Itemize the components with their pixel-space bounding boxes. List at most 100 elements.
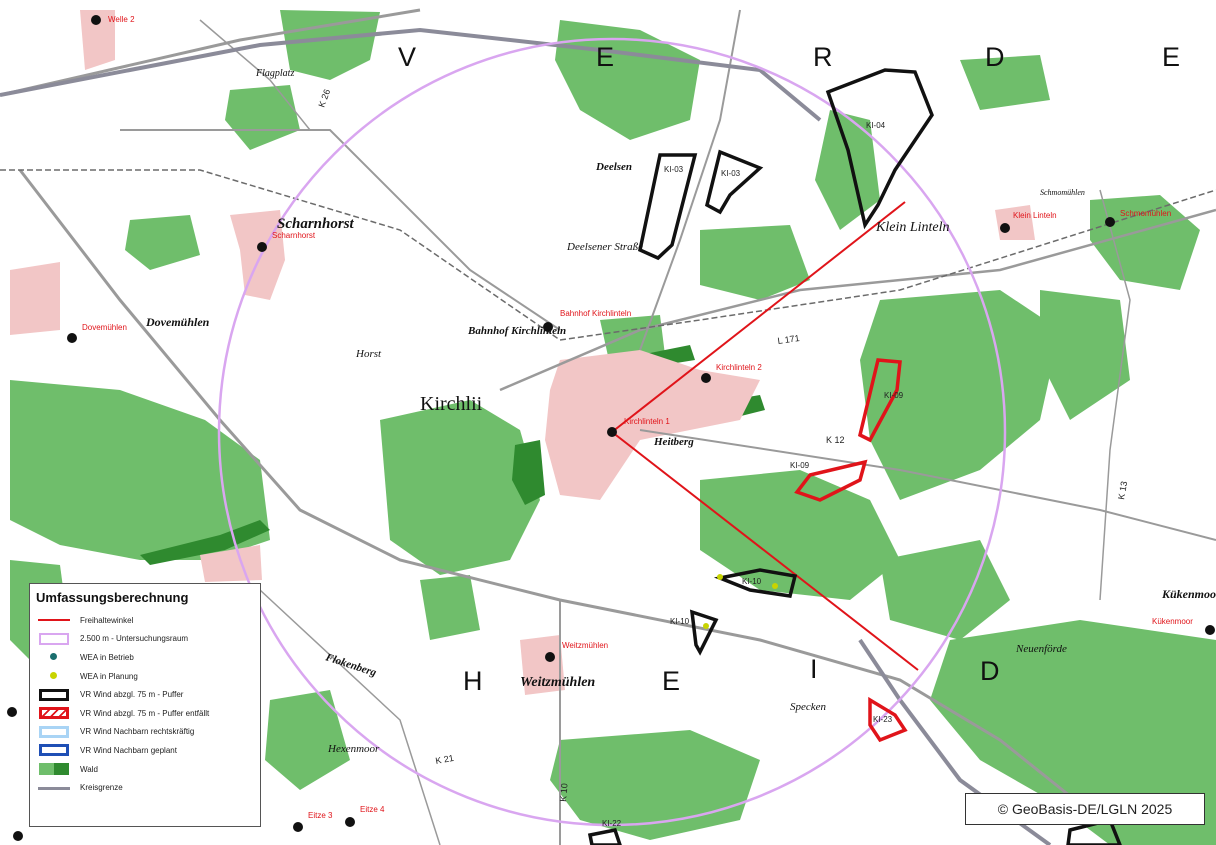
wind-areas-no-buffer [794, 358, 908, 743]
area-label: KI-10 [742, 577, 762, 586]
red-label: Eitze 3 [308, 811, 333, 820]
legend-item-wea-operating: WEA in Betrieb [36, 648, 254, 667]
place-name: Deelsen [595, 161, 632, 173]
red-line-icon [36, 613, 72, 627]
red-labels: Welle 2 Scharnhorst Dovemühlen Bahnhof K… [82, 15, 1193, 820]
area-ki-10-a [713, 568, 798, 598]
red-hatched-box-icon [36, 706, 72, 720]
place-name: Neuenförde [1015, 643, 1067, 655]
big-letter: E [662, 666, 680, 696]
place-name: Dovemühlen [145, 315, 210, 329]
legend-label: Wald [80, 764, 98, 774]
railway [0, 169, 1216, 341]
wea-planned-dot [772, 583, 778, 589]
big-letter: D [985, 42, 1005, 72]
study-area-circle [217, 37, 1007, 827]
area-ki-03-b [704, 149, 764, 215]
legend-label: WEA in Betrieb [80, 652, 134, 662]
area-ki-04 [825, 68, 934, 230]
lightblue-box-icon [36, 725, 72, 739]
legend-item-wind-buffer: VR Wind abzgl. 75 m - Puffer [36, 685, 254, 704]
copyright-notice: © GeoBasis-DE/LGLN 2025 [965, 793, 1205, 825]
big-letter: D [980, 656, 1000, 686]
area-label: KI-03 [664, 165, 684, 174]
red-label: Kükenmoor [1152, 617, 1193, 626]
legend-title: Umfassungsberechnung [36, 590, 189, 605]
area-label: KI-10 [670, 617, 690, 626]
legend-item-wind-no-buffer: VR Wind abzgl. 75 m - Puffer entfällt [36, 704, 254, 723]
legend-label: VR Wind Nachbarn geplant [80, 745, 177, 755]
blue-box-icon [36, 743, 72, 757]
area-ki-22 [587, 827, 622, 845]
red-label: Schmomühlen [1120, 209, 1171, 218]
red-label: Bahnhof Kirchlinteln [560, 309, 631, 318]
big-letter: R [813, 42, 833, 72]
legend-label: WEA in Planung [80, 671, 138, 681]
red-label: Dovemühlen [82, 323, 127, 332]
wea-planned-dot [703, 623, 709, 629]
area-label: KI-04 [866, 121, 886, 130]
place-name: Bahnhof Kirchlinteln [467, 325, 566, 337]
black-box-icon [36, 688, 72, 702]
red-label: Kirchlinteln 1 [624, 417, 670, 426]
place-name: Kükenmoor [1161, 587, 1216, 601]
area-label: KI-03 [721, 169, 741, 178]
free-angle-line-1 [611, 201, 906, 433]
place-name: Schmomühlen [1040, 188, 1085, 197]
legend-label: VR Wind abzgl. 75 m - Puffer entfällt [80, 708, 210, 718]
legend-label: Freihaltewinkel [80, 615, 134, 625]
big-letter: E [596, 42, 614, 72]
big-letter: I [810, 654, 818, 684]
wea-planned-dot [717, 574, 723, 580]
legend-item-free-angle: Freihaltewinkel [36, 611, 254, 630]
big-letter: E [1162, 42, 1180, 72]
area-label: KI-23 [873, 715, 893, 724]
legend-item-wea-planned: WEA in Planung [36, 667, 254, 686]
road-label: K 10 [558, 783, 570, 802]
place-name: Kirchlii [420, 393, 483, 415]
place-name: Hexenmoor [327, 743, 380, 755]
area-label: KI-22 [602, 819, 622, 828]
place-name: Heitberg [653, 436, 694, 448]
legend-item-neighbour-planned: VR Wind Nachbarn geplant [36, 741, 254, 760]
yellow-dot-icon [36, 669, 72, 683]
area-ki-09-a [857, 358, 902, 443]
area-label: KI-09 [790, 461, 810, 470]
place-name: Scharnhorst [277, 216, 355, 232]
legend-label: VR Wind Nachbarn rechtskräftig [80, 727, 195, 737]
area-ki-23 [868, 696, 908, 743]
green-box-icon [36, 762, 72, 776]
red-label: Eitze 4 [360, 805, 385, 814]
red-label: Kirchlinteln 2 [716, 363, 762, 372]
area-ki-03-a [637, 153, 698, 261]
road-label: L 171 [777, 333, 800, 346]
legend-label: 2.500 m - Untersuchungsraum [80, 634, 189, 644]
region-letters: V E R D E H E I D [398, 42, 1180, 696]
legend-item-neighbour-valid: VR Wind Nachbarn rechtskräftig [36, 723, 254, 742]
place-name: Flagplatz [255, 68, 294, 79]
area-label: KI-09 [884, 391, 904, 400]
place-name: Deelsener Straße [566, 241, 643, 253]
place-name: Specken [790, 701, 827, 713]
legend-item-district: Kreisgrenze [36, 778, 254, 797]
gray-line-icon [36, 781, 72, 795]
red-label: Weitzmühlen [562, 641, 608, 650]
free-angle-line-2 [611, 431, 919, 671]
wind-areas-buffer [587, 68, 1122, 845]
legend-item-forest: Wald [36, 760, 254, 779]
big-letter: V [398, 42, 416, 72]
area-ki-09-b [794, 459, 868, 502]
legend-item-study-area: 2.500 m - Untersuchungsraum [36, 630, 254, 649]
big-letter: H [463, 666, 483, 696]
place-name: Horst [355, 348, 382, 360]
legend-label: VR Wind abzgl. 75 m - Puffer [80, 690, 184, 700]
red-label: Klein Linteln [1013, 211, 1057, 220]
red-label: Scharnhorst [272, 231, 316, 240]
legend-label: Kreisgrenze [80, 783, 123, 793]
settlement-areas [10, 10, 1035, 695]
area-ki-10-b [689, 609, 719, 656]
violet-box-icon [36, 632, 72, 646]
area-labels: KI-03 KI-03 KI-04 KI-09 KI-09 KI-10 KI-1… [602, 121, 904, 828]
road-label: K 12 [826, 435, 845, 445]
road-label: K 13 [1116, 480, 1129, 500]
